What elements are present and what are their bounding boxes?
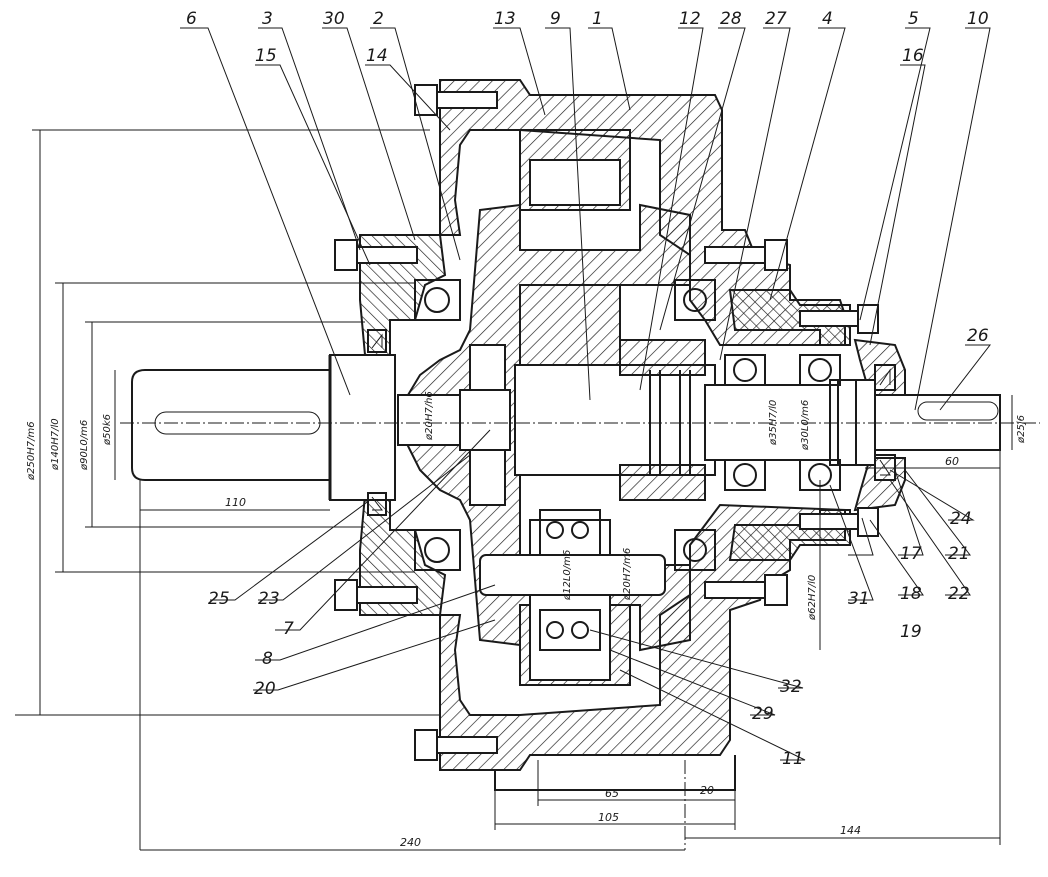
part-label-8: 8 bbox=[262, 649, 273, 669]
part-label-1: 1 bbox=[592, 9, 603, 29]
fit-20a: ø20H7/h6 bbox=[424, 391, 435, 441]
part-labels: 6 3 15 30 2 14 13 9 1 12 28 27 4 5 16 10… bbox=[186, 9, 989, 769]
fit-35: ø35H7/l0 bbox=[768, 400, 779, 446]
dim-110: 110 bbox=[225, 496, 246, 509]
fit-12: ø12L0/m6 bbox=[562, 550, 573, 601]
dim-65: 65 bbox=[605, 787, 619, 800]
part-label-9: 9 bbox=[550, 9, 561, 29]
dim-240: 240 bbox=[400, 836, 421, 849]
part-label-12: 12 bbox=[679, 9, 701, 29]
part-label-4: 4 bbox=[822, 9, 833, 29]
part-label-20: 20 bbox=[254, 679, 276, 699]
part-label-25: 25 bbox=[208, 589, 230, 609]
part-label-24: 24 bbox=[950, 509, 972, 529]
part-label-6: 6 bbox=[186, 9, 197, 29]
part-label-22: 22 bbox=[948, 584, 970, 604]
part-label-10: 10 bbox=[967, 9, 989, 29]
part-label-27: 27 bbox=[765, 9, 787, 29]
part-label-31: 31 bbox=[848, 589, 870, 609]
part-label-19: 19 bbox=[900, 622, 922, 642]
fit-25: ø25j6 bbox=[1016, 415, 1027, 444]
fit-30: ø30L0/m6 bbox=[800, 400, 811, 451]
part-label-28: 28 bbox=[720, 9, 742, 29]
leader-lines bbox=[180, 27, 992, 761]
part-label-18: 18 bbox=[900, 584, 922, 604]
part-label-15: 15 bbox=[255, 46, 277, 66]
dim-144: 144 bbox=[840, 824, 861, 837]
part-label-11: 11 bbox=[782, 749, 804, 769]
part-label-14: 14 bbox=[366, 46, 388, 66]
dim-60: 60 bbox=[945, 455, 959, 468]
part-label-29: 29 bbox=[752, 704, 774, 724]
dim-105: 105 bbox=[598, 811, 619, 824]
part-label-32: 32 bbox=[780, 677, 802, 697]
dim-20: 20 bbox=[700, 784, 714, 797]
dimension-lines bbox=[15, 129, 1013, 851]
fit-90: ø90L0/m6 bbox=[79, 420, 90, 471]
part-label-23: 23 bbox=[258, 589, 280, 609]
part-label-16: 16 bbox=[902, 46, 924, 66]
part-label-13: 13 bbox=[494, 9, 516, 29]
fit-250: ø250H7/m6 bbox=[26, 421, 37, 481]
fit-62: ø62H7/l0 bbox=[807, 575, 818, 621]
part-label-3: 3 bbox=[262, 9, 273, 29]
part-label-26: 26 bbox=[967, 326, 989, 346]
fit-20b: ø20H7/m6 bbox=[622, 548, 633, 601]
part-label-7: 7 bbox=[283, 619, 294, 639]
part-label-5: 5 bbox=[908, 9, 919, 29]
fit-50: ø50k6 bbox=[102, 414, 113, 446]
part-label-2: 2 bbox=[373, 9, 384, 29]
gear-train bbox=[397, 129, 716, 686]
part-label-30: 30 bbox=[323, 9, 345, 29]
dimension-labels: 110 60 65 20 105 240 144 ø250H7/m6 ø140H… bbox=[26, 391, 1027, 849]
part-label-21: 21 bbox=[948, 544, 970, 564]
part-label-17: 17 bbox=[900, 544, 922, 564]
fit-140: ø140H7/l0 bbox=[50, 418, 61, 471]
bearings bbox=[414, 279, 841, 571]
input-shaft bbox=[131, 354, 396, 501]
